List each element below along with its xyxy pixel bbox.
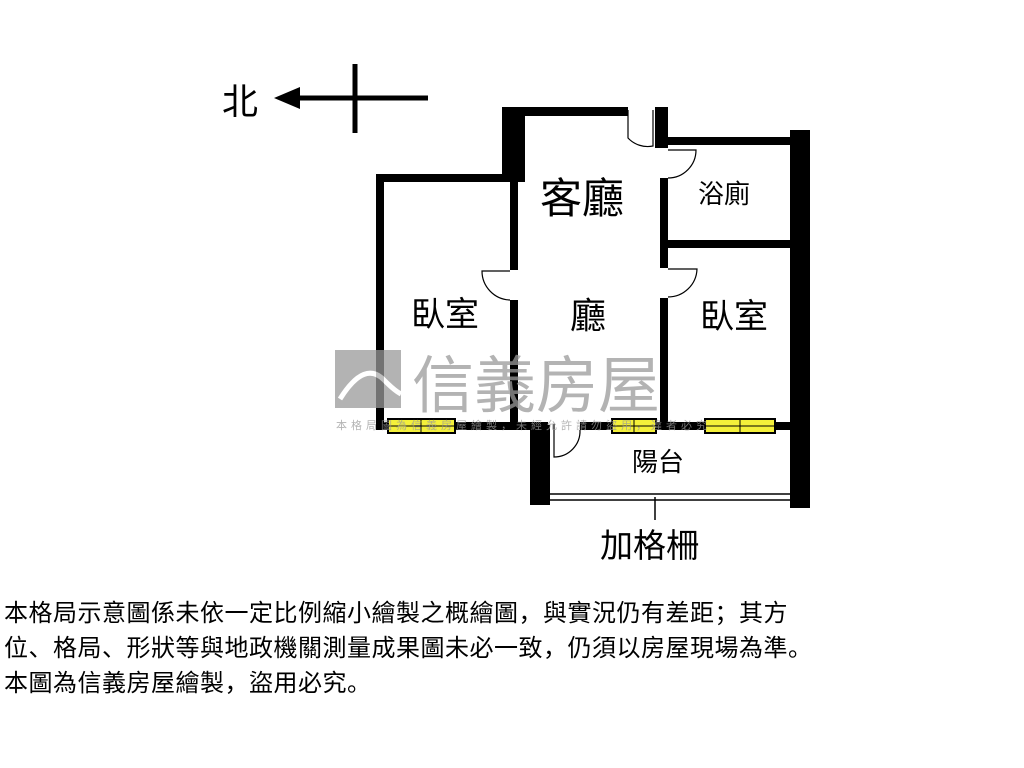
disclaimer-line: 位、格局、形狀等與地政機關測量成果圖未必一致，仍須以房屋現場為準。	[4, 634, 813, 662]
balcony-grille	[550, 493, 790, 520]
watermark-notice: 本格局圖為信義房屋繪製，未經允許請勿盜用，違者必究	[336, 418, 711, 432]
north-label: 北	[222, 82, 258, 123]
room-label-bedroom-right: 臥室	[700, 297, 768, 337]
room-label-living: 客廳	[540, 174, 624, 223]
disclaimer: 本格局示意圖係未依一定比例縮小繪製之概繪圖，與實況仍有差距；其方 位、格局、形狀…	[4, 596, 1024, 701]
grille-annotation: 加格柵	[600, 526, 699, 565]
arrow-head-icon	[274, 87, 300, 109]
disclaimer-line: 本格局示意圖係未依一定比例縮小繪製之概繪圖，與實況仍有差距；其方	[4, 599, 788, 627]
north-arrow: 北	[222, 64, 428, 133]
doors	[481, 110, 698, 458]
room-label-balcony: 陽台	[632, 448, 684, 478]
watermark: 信義房屋 本格局圖為信義房屋繪製，未經允許請勿盜用，違者必究	[335, 349, 711, 432]
brand-logo-icon	[335, 350, 401, 408]
disclaimer-line: 本圖為信義房屋繪製，盜用必究。	[4, 669, 372, 697]
room-label-hall: 廳	[570, 296, 606, 337]
room-label-bathroom: 浴廁	[698, 180, 750, 210]
room-label-bedroom-left: 臥室	[411, 295, 479, 335]
windows	[387, 418, 776, 434]
watermark-brand: 信義房屋	[412, 349, 660, 422]
walls	[376, 107, 810, 508]
